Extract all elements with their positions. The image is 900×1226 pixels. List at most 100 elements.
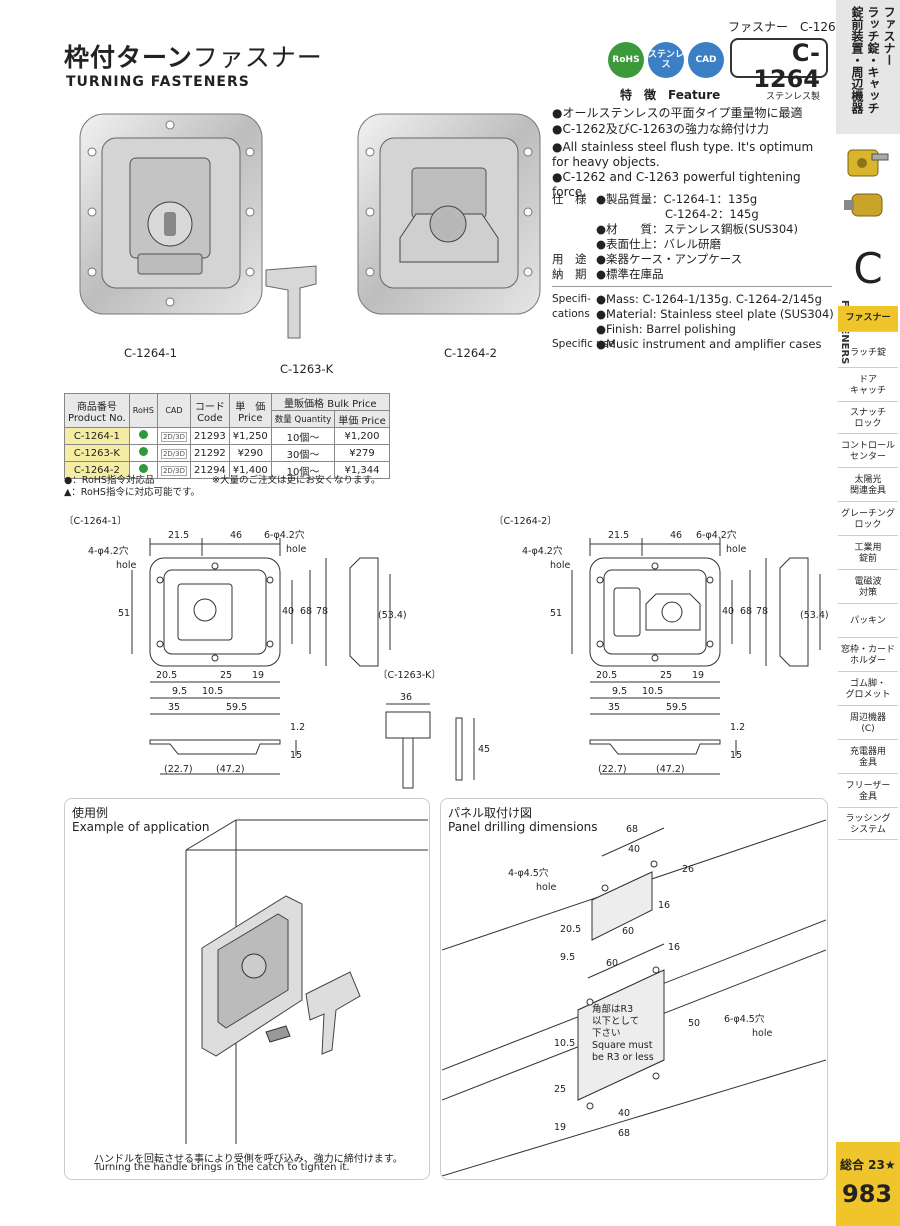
panel-note-en1: Square must xyxy=(592,1040,653,1051)
spec-en-key-0: Specifi- xyxy=(552,293,591,305)
feature-jp-1: ●オールステンレスの平面タイプ重量物に最適 xyxy=(552,106,803,120)
sidebar-item-12[interactable]: 周辺機器 (C) xyxy=(838,708,898,740)
cell-bulk: ¥279 xyxy=(334,444,390,462)
dim2-9-5: 9.5 xyxy=(612,686,627,697)
dim2-53-4: (53.4) xyxy=(800,610,829,621)
panel-dim-25: 25 xyxy=(554,1084,566,1095)
dim2-hole4: 4-φ4.2穴 xyxy=(522,545,563,557)
dim2-hole6: 6-φ4.2穴 xyxy=(696,529,737,541)
spec-jp-value-1: C-1264-2：145g xyxy=(596,207,759,221)
panel-hole6: 6-φ4.5穴 xyxy=(724,1013,765,1025)
dim2-21-5: 21.5 xyxy=(608,530,629,541)
cell-rohs xyxy=(128,461,158,479)
panel-dim-60: 60 xyxy=(622,926,634,937)
spec-en-value-3: ●Music instrument and amplifier cases xyxy=(596,337,822,351)
spec-jp-value-2: ●材 質：ステンレス鋼板(SUS304) xyxy=(596,222,798,236)
cell-cad: 2D/3D xyxy=(156,444,191,462)
sidebar-item-13[interactable]: 充電器用 金具 xyxy=(838,742,898,774)
dim2-59-5: 59.5 xyxy=(666,702,687,713)
rohs-dot-icon xyxy=(138,430,148,439)
application-panel xyxy=(64,798,430,1180)
sidebar-item-3[interactable]: スナッチ ロック xyxy=(838,404,898,434)
dim-45: 45 xyxy=(478,744,490,755)
dim-47-2: (47.2) xyxy=(216,764,245,775)
cell-bulk: ¥1,200 xyxy=(334,427,390,445)
sidebar-item-9[interactable]: パッキン xyxy=(838,606,898,638)
cell-pn: C-1263-K xyxy=(64,444,130,462)
panel-note-jp1: 角部はR3 xyxy=(592,1003,633,1015)
application-illustration xyxy=(185,819,428,1144)
dim2-51: 51 xyxy=(550,608,562,619)
dim2-35: 35 xyxy=(608,702,620,713)
sidebar-item-6[interactable]: グレーチング ロック xyxy=(838,504,898,536)
cell-cad: 2D/3D xyxy=(156,461,191,479)
panel-dim-9-5: 9.5 xyxy=(560,952,575,963)
stainless-badge-icon: ステンレス xyxy=(648,42,684,78)
panel-dim-60b: 60 xyxy=(606,958,618,969)
dim-hole4: 4-φ4.2穴 xyxy=(88,545,129,557)
dim-15: 15 xyxy=(290,750,302,761)
dim2-22-7: (22.7) xyxy=(598,764,627,775)
cell-qty: 10個～ xyxy=(270,427,336,445)
sidebar-item-2[interactable]: ドア キャッチ xyxy=(838,370,898,402)
sidebar-item-8[interactable]: 電磁波 対策 xyxy=(838,572,898,604)
dim2-78: 78 xyxy=(756,606,768,617)
sidebar-item-7[interactable]: 工業用 錠前 xyxy=(838,538,898,570)
cell-pn: C-1264-2 xyxy=(64,461,130,479)
rohs-dot-icon xyxy=(138,464,148,473)
cell-rohs xyxy=(128,427,158,445)
cell-price: ¥1,400 xyxy=(228,461,272,479)
panel-dim-20-5: 20.5 xyxy=(560,924,581,935)
sidebar-item-5[interactable]: 太陽光 関連金具 xyxy=(838,470,898,502)
feature-jp-2: ●C-1262及びC-1263の強力な締付け力 xyxy=(552,122,769,136)
dim2-15: 15 xyxy=(730,750,742,761)
panel-note-jp3: 下さい xyxy=(592,1028,621,1039)
dim-21-5: 21.5 xyxy=(168,530,189,541)
page-title: 枠付ターンファスナー xyxy=(64,43,323,72)
dim-59-5: 59.5 xyxy=(226,702,247,713)
sidebar-item-10[interactable]: 窓枠・カード ホルダー xyxy=(838,640,898,672)
panel-title-jp: パネル取付け図 xyxy=(448,806,533,820)
dim-1-2: 1.2 xyxy=(290,722,305,733)
panel-dim-40: 40 xyxy=(628,844,640,855)
sidebar-item-11[interactable]: ゴム脚・ グロメット xyxy=(838,674,898,706)
dim-hole-en-2: hole xyxy=(116,560,136,571)
panel-dim-10-5: 10.5 xyxy=(554,1038,575,1049)
sidebar-item-1[interactable]: ラッチ錠 xyxy=(838,340,898,368)
sidebar-item-14[interactable]: フリーザー 金具 xyxy=(838,776,898,808)
dim2-40: 40 xyxy=(722,606,734,617)
cell-pn: C-1264-1 xyxy=(64,427,130,445)
panel-note-jp2: 以下として xyxy=(592,1016,639,1027)
panel-hole4: 4-φ4.5穴 xyxy=(508,867,549,879)
dim2-19: 19 xyxy=(692,670,704,681)
legend-bulk: ※大量のご注文は更にお安くなります。 xyxy=(212,475,381,486)
application-title-en: Example of application xyxy=(72,820,210,834)
spec-jp-value-0: ●製品質量：C-1264-1：135g xyxy=(596,192,758,206)
cell-bulk: ¥1,344 xyxy=(334,461,390,479)
spec-en-key-3: Specific use xyxy=(552,338,615,350)
sidebar-item-0[interactable]: ファスナー xyxy=(838,306,898,332)
dim2-46: 46 xyxy=(670,530,682,541)
dim-46: 46 xyxy=(230,530,242,541)
sidebar-item-4[interactable]: コントロール センター xyxy=(838,436,898,468)
dim-25: 25 xyxy=(220,670,232,681)
sidebar-item-15[interactable]: ラッシング システム xyxy=(838,810,898,840)
dim2-47-2: (47.2) xyxy=(656,764,685,775)
dim-19: 19 xyxy=(252,670,264,681)
cell-rohs xyxy=(128,444,158,462)
photo-caption-1: C-1264-1 xyxy=(124,346,177,360)
dim2-20-5: 20.5 xyxy=(596,670,617,681)
dim-51: 51 xyxy=(118,608,130,619)
technical-drawings: 〔C-1264-1〕 〔C-1264-2〕 〔C-1263-K〕 21.5 46… xyxy=(64,515,829,789)
application-note-en: Turning the handle brings in the catch t… xyxy=(94,1162,350,1173)
spec-en-key-1: cations xyxy=(552,308,590,320)
latch-thumbnail-icon xyxy=(844,149,889,217)
spec-jp-key-5: 納 期 xyxy=(552,267,587,281)
fasteners-vertical-label: FASTENERS xyxy=(839,300,850,365)
panel-dim-16: 16 xyxy=(658,900,670,911)
dim-78: 78 xyxy=(316,606,328,617)
catalog-total: 総合 23★ xyxy=(840,1158,896,1172)
features-heading: 特 徴 Feature xyxy=(620,88,721,102)
panel-dim-40b: 40 xyxy=(618,1108,630,1119)
